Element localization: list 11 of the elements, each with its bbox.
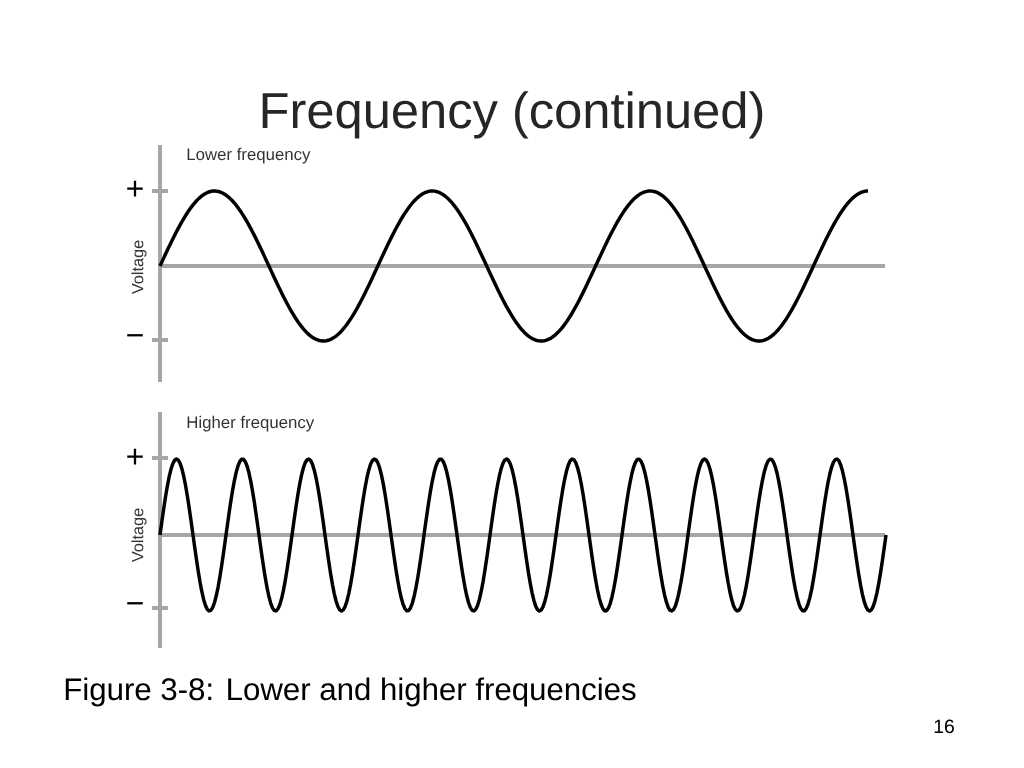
tick-label: − <box>127 602 143 605</box>
axis-label: Voltage <box>131 240 147 295</box>
slide-title: Frequency (continued) <box>262 91 763 139</box>
axis-label: Voltage <box>131 508 147 563</box>
tick-label: + <box>127 448 143 465</box>
figure-caption: Figure 3-8: Lower and higher frequencies <box>65 677 636 707</box>
tick-label: − <box>127 334 143 337</box>
tick-label: + <box>127 180 143 197</box>
panel-label: Higher frequency <box>187 415 315 432</box>
panel-label: Lower frequency <box>187 147 311 164</box>
page-number: 16 <box>934 719 954 734</box>
